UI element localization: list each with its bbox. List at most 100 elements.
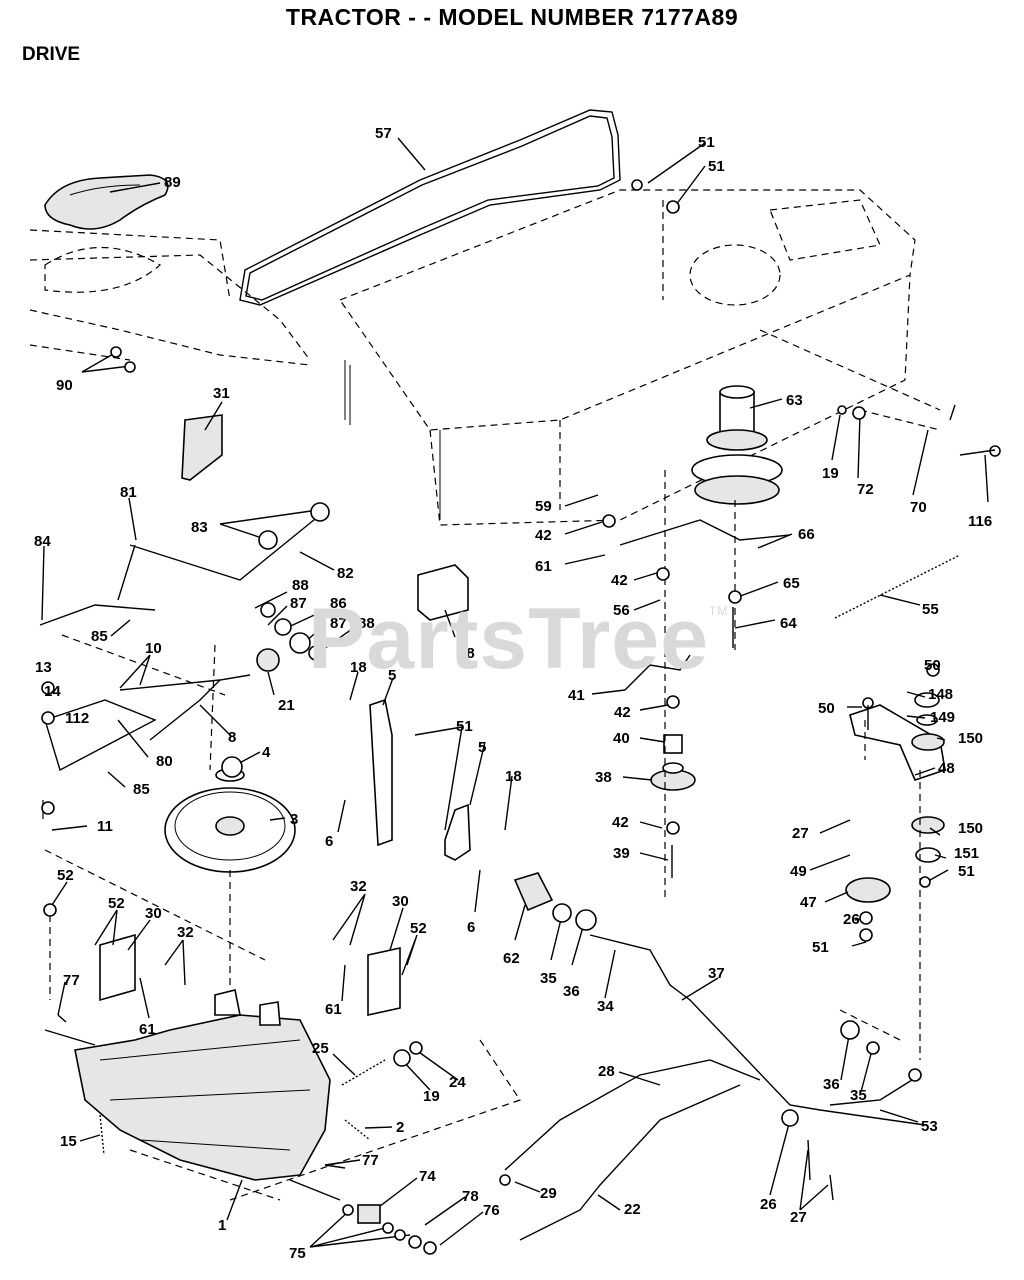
drive-belt [239,109,621,306]
callout-label: 76 [483,1202,500,1219]
callout-label: 77 [63,972,80,989]
seat-pan-part [44,174,169,230]
callout-label: 29 [540,1185,557,1202]
callout-label: 78 [462,1188,479,1205]
callout-label: 52 [57,867,74,884]
hardware-fasteners [41,179,1001,1255]
callout-label: 18 [350,659,367,676]
callout-label: 57 [375,125,392,142]
callout-label: 53 [921,1118,938,1135]
callout-label: 116 [968,513,992,530]
pulley-38-stack [650,734,696,878]
callout-label: 5 [478,739,486,756]
callout-label: 1 [218,1217,226,1234]
callout-label: 22 [624,1201,641,1218]
callout-label: 149 [930,709,955,726]
callout-label: 30 [145,905,162,922]
callout-label: 14 [44,683,61,700]
callout-label: 112 [65,710,89,727]
callout-label: 6 [325,833,333,850]
callout-label: 50 [818,700,835,717]
callout-label: 51 [812,939,829,956]
callout-label: 36 [823,1076,840,1093]
callout-label: 51 [708,158,725,175]
callout-label: 150 [958,820,983,837]
bracket-31 [181,414,223,481]
callout-label: 41 [568,687,585,704]
callout-label: 4 [262,744,271,761]
callout-label: 74 [419,1168,436,1185]
callout-label: 63 [786,392,803,409]
callout-label: 55 [922,601,939,618]
callout-label: 32 [177,924,194,941]
callout-label: 42 [535,527,552,544]
section-label: DRIVE [22,44,81,65]
callout-label: 65 [783,575,800,592]
transaxle-1 [44,989,341,1201]
bracket-5-lower [444,803,471,861]
callout-label: 5 [388,667,396,684]
callout-labels: 57 51 51 89 90 31 63 19 72 70 116 59 42 … [34,125,992,1262]
diagram-title: TRACTOR - - MODEL NUMBER 7177A89 [285,4,739,30]
alignment-lines [42,200,941,1201]
callout-label: 11 [97,818,113,835]
callout-label: 52 [410,920,427,937]
callout-label: 150 [958,730,983,747]
callout-label: 64 [780,615,797,632]
callout-label: 42 [614,704,631,721]
callout-label: 59 [535,498,552,515]
callout-label: 72 [857,481,874,498]
callout-label: 88 [358,615,375,632]
callout-label: 35 [850,1087,867,1104]
callout-label: 39 [613,845,630,862]
callout-label: 37 [708,965,725,982]
callout-label: 47 [800,894,817,911]
callout-label: 81 [120,484,137,501]
springs [99,554,961,1156]
callout-label: 87 [290,595,307,612]
callout-label: 51 [698,134,715,151]
callout-label: 31 [213,385,230,402]
callout-label: 27 [790,1209,807,1226]
callout-label: 24 [449,1074,466,1091]
bracket-58 [417,564,469,621]
callout-label: 35 [540,970,557,987]
idler-arm-48 [849,704,946,781]
callout-label: 25 [312,1040,329,1057]
callout-label: 13 [35,659,52,676]
callout-label: 30 [392,893,409,910]
bracket-5-upper [369,698,393,847]
callout-label: 32 [350,878,367,895]
callout-label: 2 [396,1119,404,1136]
callout-label: 75 [289,1245,306,1262]
callout-label: 10 [145,640,162,657]
callout-label: 83 [191,519,208,536]
callout-label: 52 [108,895,125,912]
callout-label: 90 [56,377,73,394]
callout-label: 34 [597,998,614,1015]
callout-label: 82 [337,565,354,582]
callout-label: 86 [330,595,347,612]
callout-label: 26 [843,911,860,928]
callout-label: 28 [598,1063,615,1080]
callout-label: 148 [928,686,953,703]
callout-label: 3 [290,811,298,828]
callout-label: 87 [330,615,347,632]
frame-outline [29,189,941,526]
callout-label: 8 [228,729,236,746]
callout-label: 51 [958,863,975,880]
callout-label: 151 [954,845,979,862]
callout-label: 84 [34,533,51,550]
bracket-30-right [367,947,401,1016]
callout-label: 42 [611,572,628,589]
callout-label: 15 [60,1133,77,1150]
bracket-30-left [99,933,136,1002]
callout-label: 49 [790,863,807,880]
callout-label: 42 [612,814,629,831]
callout-label: 40 [613,730,630,747]
callout-label: 6 [467,919,475,936]
callout-label: 61 [535,558,552,575]
callout-label: 56 [613,602,630,619]
